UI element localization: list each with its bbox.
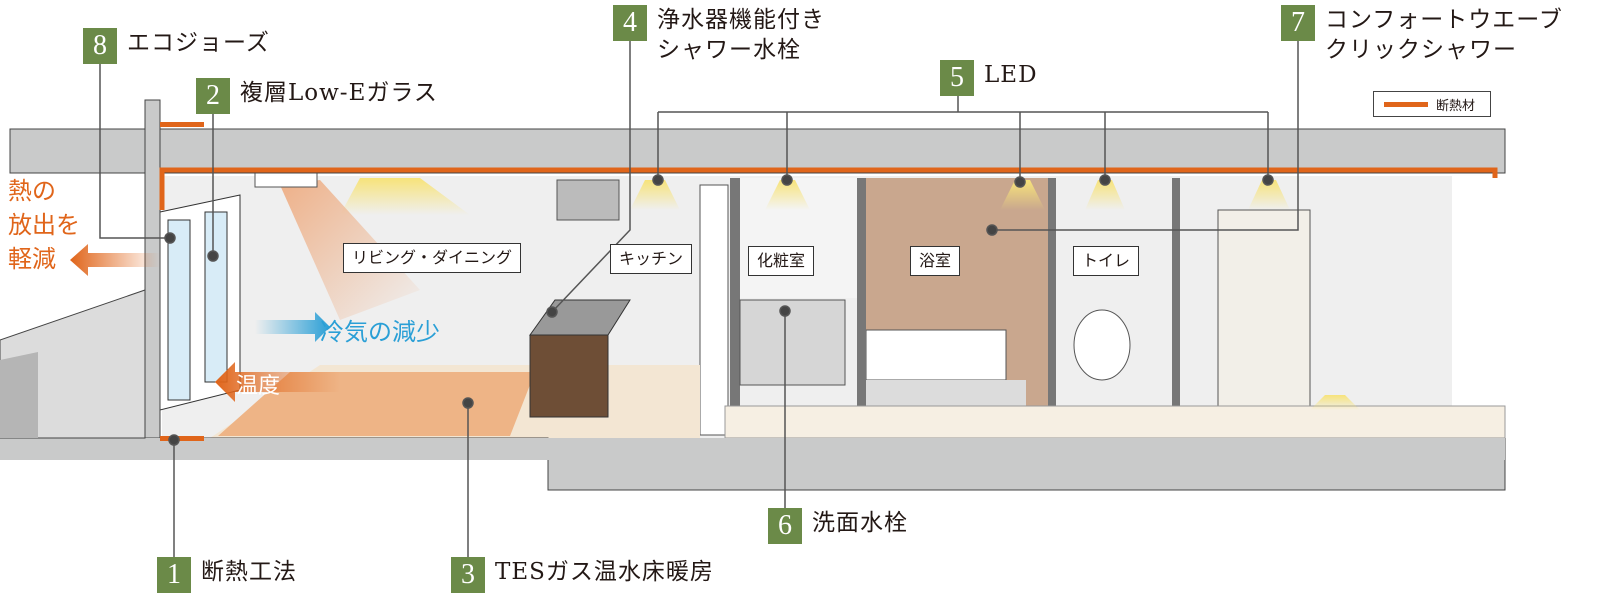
room-label-kitchen: キッチン — [610, 244, 693, 274]
callout-number: 6 — [768, 508, 802, 544]
callout-number: 4 — [613, 5, 647, 41]
callout-number: 1 — [157, 557, 191, 593]
partition-wall — [857, 178, 866, 436]
insulation-line — [159, 167, 1498, 210]
callout-number: 5 — [940, 60, 974, 96]
heat-line-1: 熱の — [8, 177, 56, 205]
callout-number: 3 — [451, 557, 485, 593]
room-label-toilet: トイレ — [1073, 246, 1140, 276]
room-label-living: リビング・ダイニング — [343, 243, 522, 273]
callout-label: 洗面水栓 — [812, 510, 908, 536]
callout-8: 8 エコジョーズ — [83, 28, 270, 64]
callout-1: 1 断熱工法 — [157, 557, 297, 593]
temperature-text: 温度 — [236, 374, 281, 399]
kitchen-counter — [529, 334, 609, 418]
heat-release-arrow — [70, 244, 160, 276]
heat-release-text: 熱の 放出を 軽減 — [8, 174, 80, 276]
callout-label-line-2: クリックシャワー — [1325, 37, 1517, 63]
callout-number: 8 — [83, 28, 117, 64]
callout-label-line-1: コンフォートウエーブ — [1325, 7, 1563, 33]
room-label-powder: 化粧室 — [748, 246, 815, 276]
callout-label: 断熱工法 — [201, 559, 297, 585]
callout-label-line-2: シャワー水栓 — [657, 37, 801, 63]
callout-3: 3 TESガス温水床暖房 — [451, 557, 714, 593]
insulation-swatch — [1384, 101, 1428, 107]
callout-label: 複層Low-Eガラス — [240, 80, 438, 106]
callout-7: 7 コンフォートウエーブ クリックシャワー — [1281, 5, 1563, 65]
heat-line-3: 軽減 — [8, 245, 56, 273]
heat-line-2: 放出を — [8, 211, 80, 239]
callout-label: LED — [984, 62, 1038, 88]
partition-wall — [730, 178, 740, 436]
callout-label: エコジョーズ — [127, 30, 270, 56]
hall-floor — [724, 405, 1506, 439]
partition-wall — [1172, 178, 1180, 436]
room-label-bath: 浴室 — [910, 246, 961, 276]
callout-6: 6 洗面水栓 — [768, 508, 908, 544]
callout-label: TESガス温水床暖房 — [495, 559, 714, 585]
cold-air-arrow — [255, 312, 330, 342]
callout-number: 7 — [1281, 5, 1315, 41]
callout-number: 2 — [196, 78, 230, 114]
partition-wall — [1048, 178, 1056, 436]
callout-5: 5 LED — [940, 60, 1038, 96]
entrance-door — [1217, 209, 1311, 409]
legend-label: 断熱材 — [1436, 98, 1476, 114]
cold-air-text: 冷気の減少 — [320, 318, 440, 346]
outer-column — [144, 99, 161, 441]
legend: 断熱材 — [1373, 91, 1491, 117]
callout-4: 4 浄水器機能付き シャワー水栓 — [613, 5, 825, 65]
temperature-arrow — [215, 362, 340, 402]
callout-label-line-1: 浄水器機能付き — [657, 7, 825, 33]
callout-2: 2 複層Low-Eガラス — [196, 78, 438, 114]
upper-slab — [9, 128, 1506, 174]
